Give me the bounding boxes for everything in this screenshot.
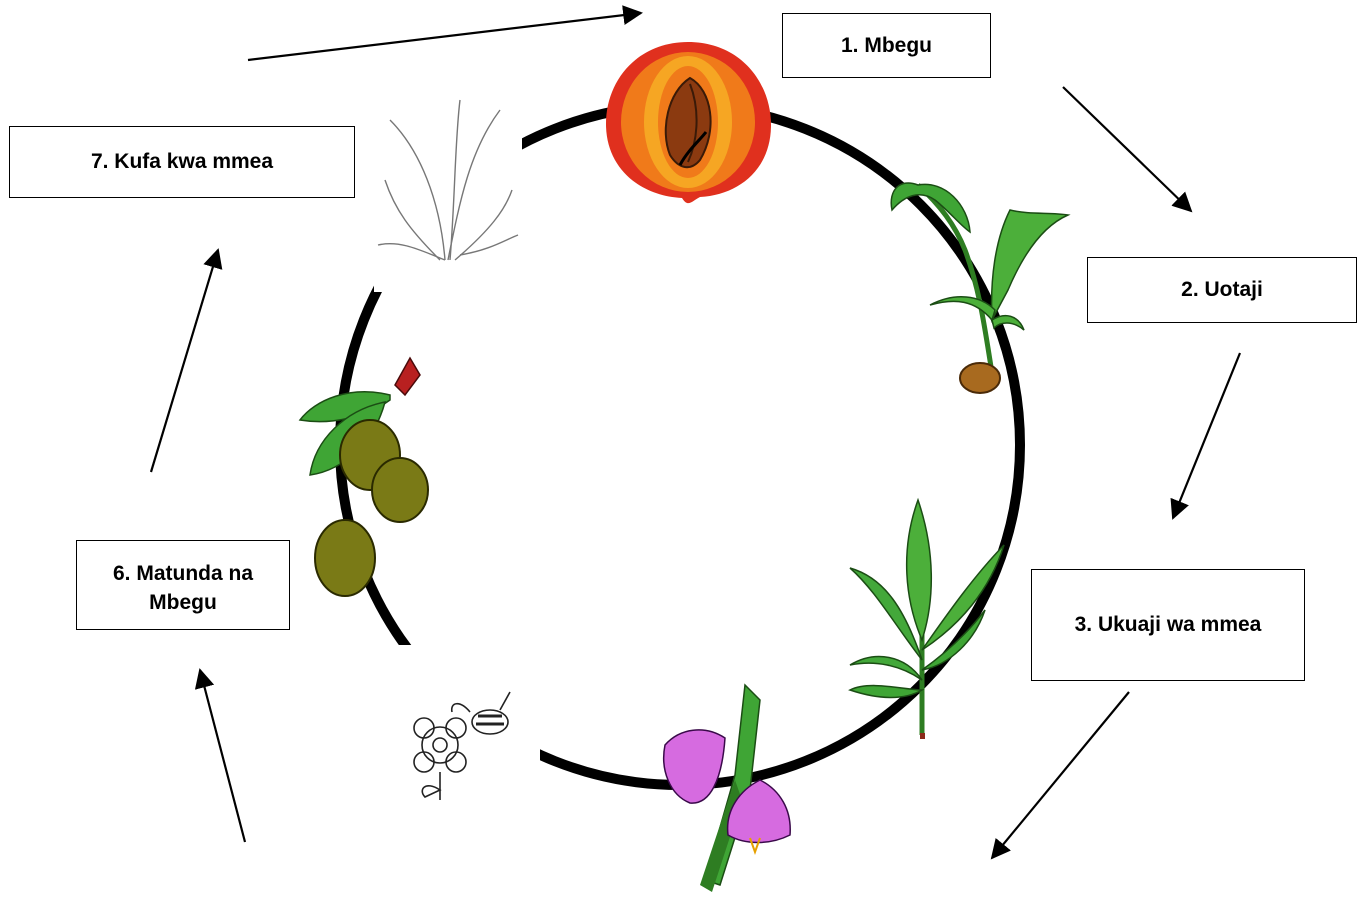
stage-box-seed: 1. Mbegu — [782, 13, 991, 78]
arrow-3-to-4 — [992, 692, 1129, 858]
arrow-1-to-2 — [1063, 87, 1191, 211]
arrow-2-to-3 — [1173, 353, 1240, 518]
stage-label-plant-death: 7. Kufa kwa mmea — [91, 147, 273, 176]
stage-box-germination: 2. Uotaji — [1087, 257, 1357, 323]
arrow-7-to-1 — [248, 13, 641, 60]
stage-label-germination: 2. Uotaji — [1181, 275, 1263, 304]
flowers-illustration — [664, 685, 790, 892]
stage-label-fruits-and-seeds: 6. Matunda na Mbegu — [77, 559, 289, 618]
stage-box-plant-death: 7. Kufa kwa mmea — [9, 126, 355, 198]
seed-illustration — [606, 42, 771, 203]
fruits-illustration — [300, 358, 428, 596]
young-plant-illustration — [850, 500, 1004, 739]
stage-box-fruits-and-seeds: 6. Matunda na Mbegu — [76, 540, 290, 630]
arrow-6-to-7 — [151, 250, 218, 472]
stage-label-plant-growth: 3. Ukuaji wa mmea — [1075, 610, 1262, 639]
arrow-5-to-6 — [200, 670, 245, 842]
stage-box-plant-growth: 3. Ukuaji wa mmea — [1031, 569, 1305, 681]
stage-label-seed: 1. Mbegu — [841, 31, 932, 60]
